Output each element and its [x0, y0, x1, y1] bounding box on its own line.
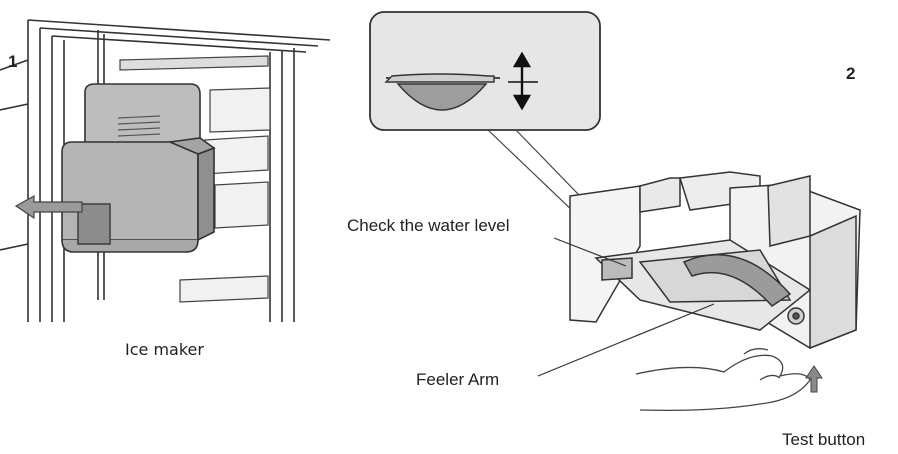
step-number-2: 2 — [846, 64, 855, 84]
ice-maker-unit — [62, 84, 214, 252]
arrow-up-icon — [806, 366, 822, 392]
ice-tray-mechanism — [570, 172, 860, 348]
water-level-inset — [370, 12, 600, 130]
panel-ice-maker-removal — [0, 0, 340, 330]
test-button-label: Test button — [782, 430, 865, 450]
water-level-label: Check the water level — [347, 216, 510, 236]
hand-illustration — [636, 349, 810, 411]
ice-maker-caption: Ice maker — [125, 340, 204, 359]
step-number-1: 1 — [8, 52, 17, 72]
feeler-arm-label: Feeler Arm — [416, 370, 499, 390]
